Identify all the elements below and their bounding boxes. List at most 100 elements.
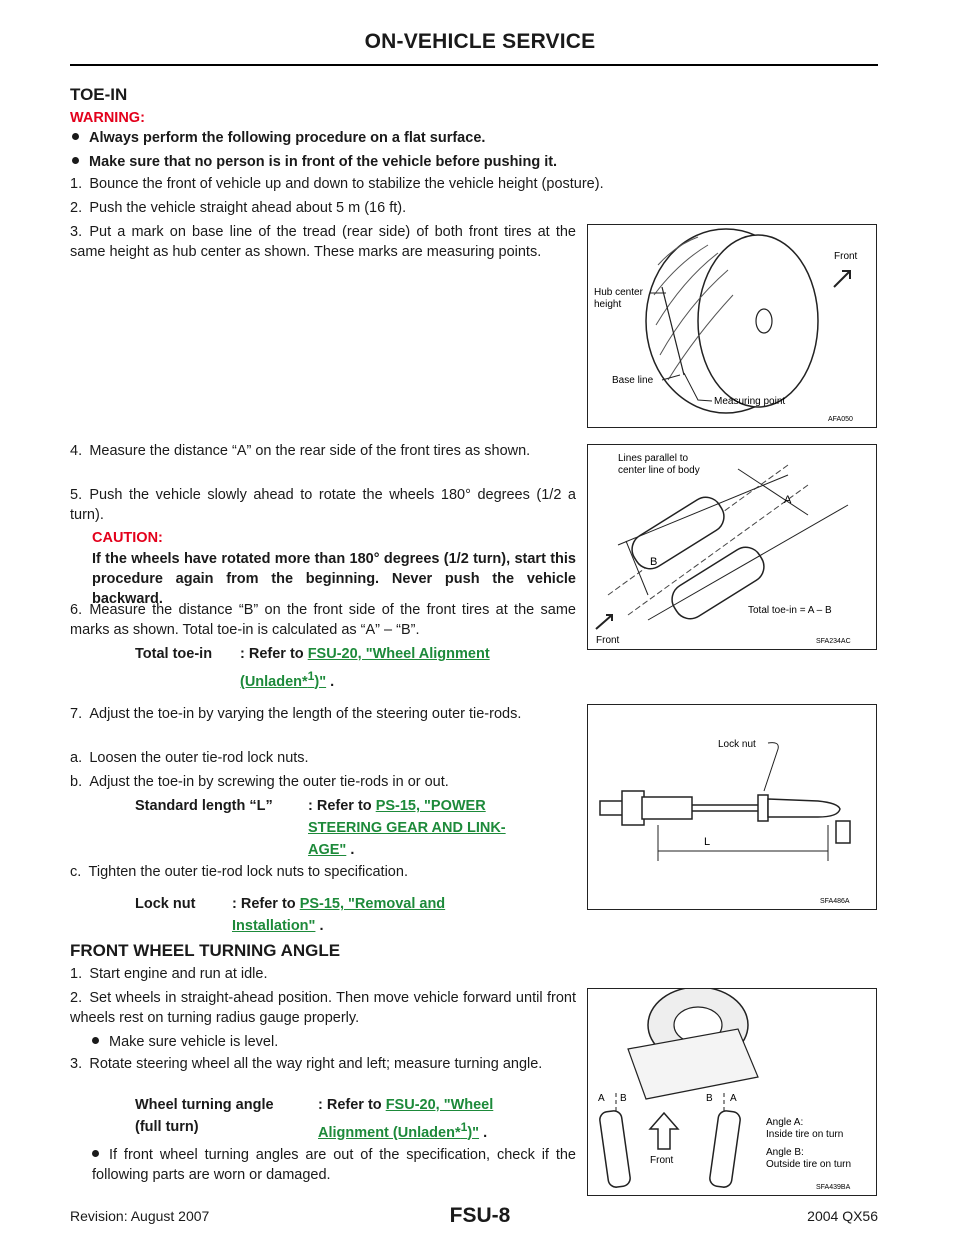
- spec-label-line-1: Wheel turning angle: [135, 1097, 274, 1113]
- fig2-total: Total toe-in = A – B: [748, 605, 832, 616]
- tire-diagram: Hub center height Base line Measuring po…: [594, 228, 858, 423]
- page-header-title: ON-VEHICLE SERVICE: [364, 30, 596, 53]
- caution-text: If the wheels have rotated more than 180…: [92, 551, 576, 607]
- spec-prefix: : Refer to: [240, 646, 304, 662]
- spec-end: .: [483, 1124, 488, 1141]
- step-1: 1. Bounce the front of vehicle up and do…: [70, 176, 604, 192]
- step-7: 7. Adjust the toe-in by varying the leng…: [70, 706, 522, 722]
- spec-end: .: [330, 673, 335, 690]
- link-text-b[interactable]: (Unladen*: [240, 673, 308, 690]
- link-sup[interactable]: 1: [460, 1120, 468, 1134]
- fig2-b: B: [650, 556, 657, 568]
- fig4-id: SFA439BA: [816, 1184, 851, 1191]
- link-text-a[interactable]: FSU-20, "Wheel: [385, 1097, 494, 1113]
- spec-prefix: : Refer to: [308, 798, 372, 814]
- fig2-lines-a: Lines parallel to: [618, 453, 688, 464]
- warning-label: WARNING:: [70, 110, 145, 126]
- link-fsu-20-wheel-alignment-2[interactable]: FSU-20, "Wheel Alignment (Unladen*1)": [318, 1097, 493, 1141]
- fig1-front: Front: [834, 251, 858, 262]
- figure-tire-measuring-point: Hub center height Base line Measuring po…: [587, 224, 877, 428]
- fig2-id: SFA234AC: [816, 638, 851, 645]
- step-3: 3. Put a mark on base line of the tread …: [70, 224, 576, 260]
- fig4-front: Front: [650, 1155, 674, 1166]
- caution-label: CAUTION:: [92, 530, 163, 546]
- spec-prefix: : Refer to: [232, 896, 296, 912]
- spec-label-line-2: (full turn): [135, 1119, 199, 1135]
- fig1-hub-b: height: [594, 299, 621, 310]
- footer-page-number: FSU-8: [449, 1204, 511, 1227]
- figure-tie-rod: Lock nut L SFA486A: [587, 704, 877, 910]
- section-heading-toe-in: TOE-IN: [70, 85, 128, 104]
- turning-bullet-2: If front wheel turning angles are out of…: [92, 1145, 576, 1185]
- step-7b: b. Adjust the toe-in by screwing the out…: [70, 774, 449, 790]
- link-ps-15-removal[interactable]: PS-15, "Removal and Installation": [232, 896, 445, 934]
- fig4-a2: A: [730, 1093, 737, 1104]
- section-heading-turning-angle: FRONT WHEEL TURNING ANGLE: [70, 941, 341, 960]
- link-text-a[interactable]: FSU-20, "Wheel Alignment: [307, 646, 490, 662]
- spec-lock-nut-value: : Refer to PS-15, "Removal and Installat…: [232, 893, 572, 937]
- fig4-angle-a: Angle A:: [766, 1117, 803, 1128]
- toe-in-diagram: Lines parallel to center line of body A …: [595, 453, 851, 646]
- bullet-icon: [72, 132, 79, 140]
- link-text-c[interactable]: AGE": [308, 842, 347, 858]
- link-text-a[interactable]: PS-15, "Removal and: [299, 896, 446, 912]
- fig1-id: AFA050: [828, 416, 853, 423]
- spec-end: .: [350, 842, 355, 858]
- fig3-lock: Lock nut: [718, 739, 756, 750]
- fig1-base: Base line: [612, 375, 654, 386]
- step-6: 6. Measure the distance “B” on the front…: [70, 602, 576, 638]
- turning-step-2: 2. Set wheels in straight-ahead position…: [70, 990, 576, 1026]
- warning-item-1: Always perform the following procedure o…: [72, 130, 485, 146]
- spec-lock-nut-label: Lock nut: [135, 896, 196, 912]
- step-5: 5. Push the vehicle slowly ahead to rota…: [70, 487, 576, 523]
- link-fsu-20-wheel-alignment[interactable]: FSU-20, "Wheel Alignment (Unladen*1)": [240, 646, 490, 690]
- header-rule: [70, 64, 878, 66]
- bullet-icon: [72, 156, 79, 164]
- fig3-id: SFA486A: [820, 898, 850, 905]
- tie-rod-diagram: Lock nut L SFA486A: [599, 739, 851, 905]
- figure-toe-in-measurement: Lines parallel to center line of body A …: [587, 444, 877, 650]
- fig1-measuring: Measuring point: [714, 396, 785, 407]
- turning-bullet-1: Make sure vehicle is level.: [92, 1032, 278, 1052]
- bullet-icon: [92, 1036, 99, 1044]
- turning-angle-diagram: A B B A Front Angle A: Inside tire on tu…: [598, 986, 851, 1191]
- spec-total-toe-in-value: : Refer to FSU-20, "Wheel Alignment (Unl…: [240, 643, 570, 693]
- fig4-outside: Outside tire on turn: [766, 1159, 851, 1170]
- step-2: 2. Push the vehicle straight ahead about…: [70, 200, 407, 216]
- footer-revision: Revision: August 2007: [70, 1208, 210, 1224]
- link-text-c[interactable]: )": [314, 673, 327, 690]
- fig4-angle-b: Angle B:: [766, 1147, 804, 1158]
- step-7a: a. Loosen the outer tie-rod lock nuts.: [70, 750, 309, 766]
- link-text-b[interactable]: Installation": [232, 918, 316, 934]
- spec-end: .: [319, 918, 324, 934]
- spec-wheel-turning-value: : Refer to FSU-20, "Wheel Alignment (Unl…: [318, 1094, 580, 1144]
- turning-bullet-2-text: If front wheel turning angles are out of…: [92, 1147, 576, 1183]
- link-text-b[interactable]: Alignment (Unladen*: [318, 1124, 461, 1141]
- spec-total-toe-in-label: Total toe-in: [135, 646, 213, 662]
- fig4-b2: B: [706, 1093, 713, 1104]
- fig1-hub-a: Hub center: [594, 287, 644, 298]
- step-7c: c. Tighten the outer tie-rod lock nuts t…: [70, 864, 408, 880]
- fig4-b1: B: [620, 1093, 627, 1104]
- link-text-b[interactable]: STEERING GEAR AND LINK-: [308, 820, 506, 836]
- spec-standard-length-label: Standard length “L”: [135, 798, 273, 814]
- bullet-icon: [92, 1149, 99, 1157]
- spec-wheel-turning-label: Wheel turning angle (full turn): [135, 1094, 274, 1138]
- fig4-a1: A: [598, 1093, 605, 1104]
- turning-bullet-1-text: Make sure vehicle is level.: [109, 1034, 279, 1050]
- spec-standard-length-value: : Refer to PS-15, "POWER STEERING GEAR A…: [308, 795, 578, 861]
- link-sup[interactable]: 1: [307, 669, 315, 683]
- fig2-a: A: [784, 494, 792, 506]
- fig2-front: Front: [596, 635, 620, 646]
- link-text-c[interactable]: )": [467, 1124, 480, 1141]
- figure-turning-angle: A B B A Front Angle A: Inside tire on tu…: [587, 986, 877, 1196]
- turning-step-3: 3. Rotate steering wheel all the way rig…: [70, 1056, 543, 1072]
- fig2-lines-b: center line of body: [618, 465, 700, 476]
- spec-prefix: : Refer to: [318, 1097, 382, 1113]
- link-ps-15-power-steering[interactable]: PS-15, "POWER STEERING GEAR AND LINK- AGE…: [308, 798, 506, 858]
- step-4: 4. Measure the distance “A” on the rear …: [70, 443, 531, 459]
- fig4-inside: Inside tire on turn: [766, 1129, 843, 1140]
- link-text-a[interactable]: PS-15, "POWER: [375, 798, 486, 814]
- footer-model: 2004 QX56: [807, 1208, 878, 1224]
- warning-text-2: Make sure that no person is in front of …: [89, 154, 558, 170]
